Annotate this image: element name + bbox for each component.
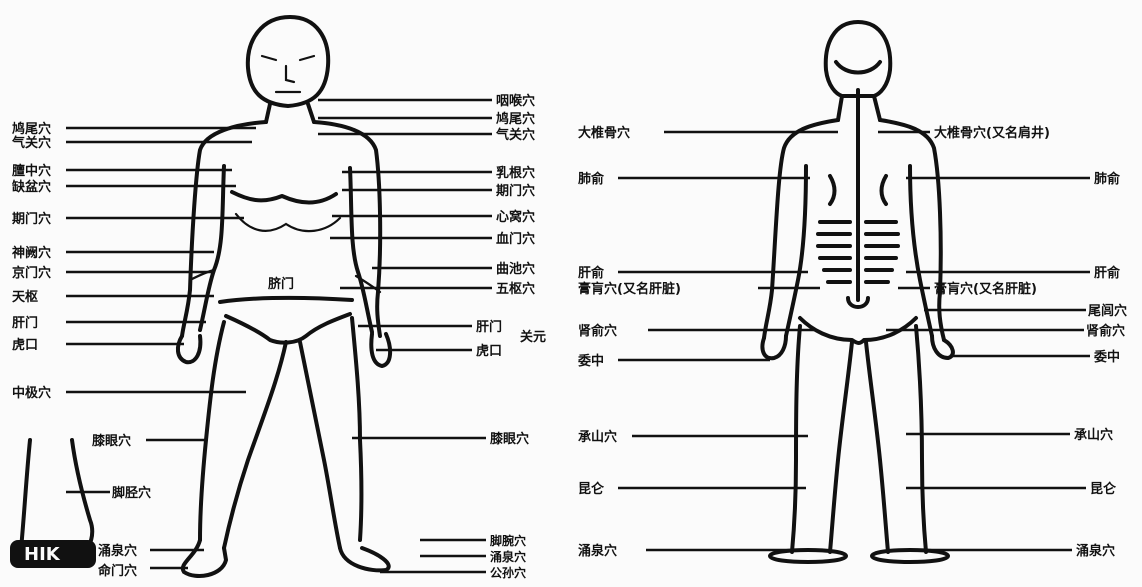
- label-r-shenjing: 涌泉穴: [490, 549, 526, 564]
- label-shenque: 神阙穴: [12, 245, 51, 261]
- front-legs: [200, 318, 362, 548]
- front-face: [262, 56, 314, 92]
- label-jiaojing: 脚胫穴: [112, 485, 151, 501]
- label-jingsui: 膝眼穴: [91, 433, 131, 449]
- label-qifu: 缺盆穴: [11, 179, 51, 195]
- label-r-xiyan: 膝眼穴: [489, 431, 529, 447]
- label-r-ganmen: 肝门: [476, 319, 502, 335]
- back-legs: [792, 326, 926, 552]
- label-r-yanyan: 咽喉穴: [496, 93, 535, 109]
- label-b-l-ganshu: 肝俞: [578, 265, 605, 281]
- front-belly: [236, 214, 340, 231]
- label-r-guanyuan: 关元: [520, 329, 546, 345]
- label-r-jiumen2: 期门穴: [496, 183, 535, 199]
- label-r-gongsun: 公孙穴: [490, 565, 526, 580]
- back-figure: [762, 22, 952, 562]
- label-b-r-ganshu: 肝俞: [1094, 265, 1121, 281]
- label-qiwei: 气关穴: [12, 135, 51, 151]
- back-right-labels: 大椎骨穴(又名肩井) 肺俞 肝俞 膏肓穴(又名肝脏) 尾闾穴 肾俞穴 委中 承山…: [934, 125, 1127, 559]
- label-r-xinmen: 心窝穴: [496, 209, 535, 225]
- front-left-foot: [183, 540, 226, 576]
- front-chest: [232, 192, 336, 203]
- back-left-hand: [762, 336, 786, 358]
- label-huikou: 虎口: [12, 337, 38, 353]
- front-right-foot: [340, 548, 389, 570]
- label-b-l-weizhong: 委中: [577, 353, 604, 369]
- label-center-navel: 脐门: [268, 276, 294, 292]
- label-lujing: 天枢: [12, 289, 38, 305]
- label-r-xuemen: 血门穴: [496, 231, 535, 247]
- inset-text: HIK: [24, 544, 61, 565]
- front-right-leaders: [318, 100, 492, 572]
- label-zhongji: 中极穴: [12, 385, 51, 401]
- label-b-l-gaohuang: 膏肓穴(又名肝脏): [578, 281, 681, 297]
- back-right-foot: [872, 550, 948, 562]
- back-head: [826, 22, 890, 96]
- label-b-l-kunlun: 昆仑: [578, 481, 605, 497]
- label-r-quchi: 曲池穴: [496, 261, 535, 277]
- label-b-l-chengshan: 承山穴: [578, 429, 617, 445]
- label-jiuwei: 鸠尾穴: [12, 121, 51, 137]
- label-qiantan: 京门穴: [12, 265, 51, 281]
- label-yongquan: 涌泉穴: [98, 543, 137, 559]
- label-b-r-yongquan: 涌泉穴: [1076, 543, 1115, 559]
- label-b-r-chengshan: 承山穴: [1074, 427, 1113, 443]
- front-hips: [226, 314, 350, 343]
- label-b-r-gaohuang: 膏肓穴(又名肝脏): [934, 281, 1037, 297]
- label-mengmen: 命门穴: [97, 563, 137, 579]
- label-b-r-shenshu: 肾俞穴: [1086, 323, 1125, 339]
- front-left-hand: [178, 336, 200, 362]
- back-left-labels: 大椎骨穴 肺俞 肝俞 膏肓穴(又名肝脏) 肾俞穴 委中 承山穴 昆仑 涌泉穴: [577, 125, 681, 559]
- label-b-r-weizhong: 委中: [1093, 349, 1120, 365]
- front-left-leaders: [66, 128, 256, 568]
- label-b-r-kunlun: 昆仑: [1090, 481, 1117, 497]
- front-left-labels: 鸠尾穴 气关穴 膻中穴 缺盆穴 期门穴 神阙穴 京门穴 天枢 肝门 虎口 中极穴…: [11, 121, 294, 579]
- label-r-rugen: 乳根穴: [496, 165, 535, 181]
- label-b-l-yongquan: 涌泉穴: [578, 543, 617, 559]
- front-right-labels: 咽喉穴 鸠尾穴 气关穴 乳根穴 期门穴 心窝穴 血门穴 曲池穴 五枢穴 肝门 关…: [476, 93, 546, 580]
- back-left-foot: [770, 550, 846, 562]
- label-xiangtang: 膻中穴: [12, 163, 51, 179]
- label-b-l-shenshu: 肾俞穴: [578, 323, 617, 339]
- front-belt: [220, 298, 352, 302]
- label-ganmen: 肝门: [12, 315, 38, 331]
- label-r-jiaowan: 脚腕穴: [490, 533, 526, 548]
- label-r-huikou: 虎口: [476, 343, 502, 359]
- back-right-hand: [932, 336, 953, 358]
- label-b-l-dazhui: 大椎骨穴: [578, 125, 630, 141]
- back-hairline: [836, 62, 880, 73]
- label-b-r-feishu: 肺俞: [1094, 171, 1121, 187]
- label-r-jiumen: 鸠尾穴: [496, 111, 535, 127]
- label-b-l-feishu: 肺俞: [578, 171, 605, 187]
- label-r-tongzi: 五枢穴: [496, 281, 535, 297]
- label-jiumen: 期门穴: [12, 211, 51, 227]
- label-b-r-dazhui: 大椎骨穴(又名肩井): [934, 125, 1050, 141]
- inset-foot: HIK: [10, 440, 96, 568]
- label-r-qiguan: 气关穴: [496, 127, 535, 143]
- label-b-r-weiyang: 尾闾穴: [1088, 303, 1127, 319]
